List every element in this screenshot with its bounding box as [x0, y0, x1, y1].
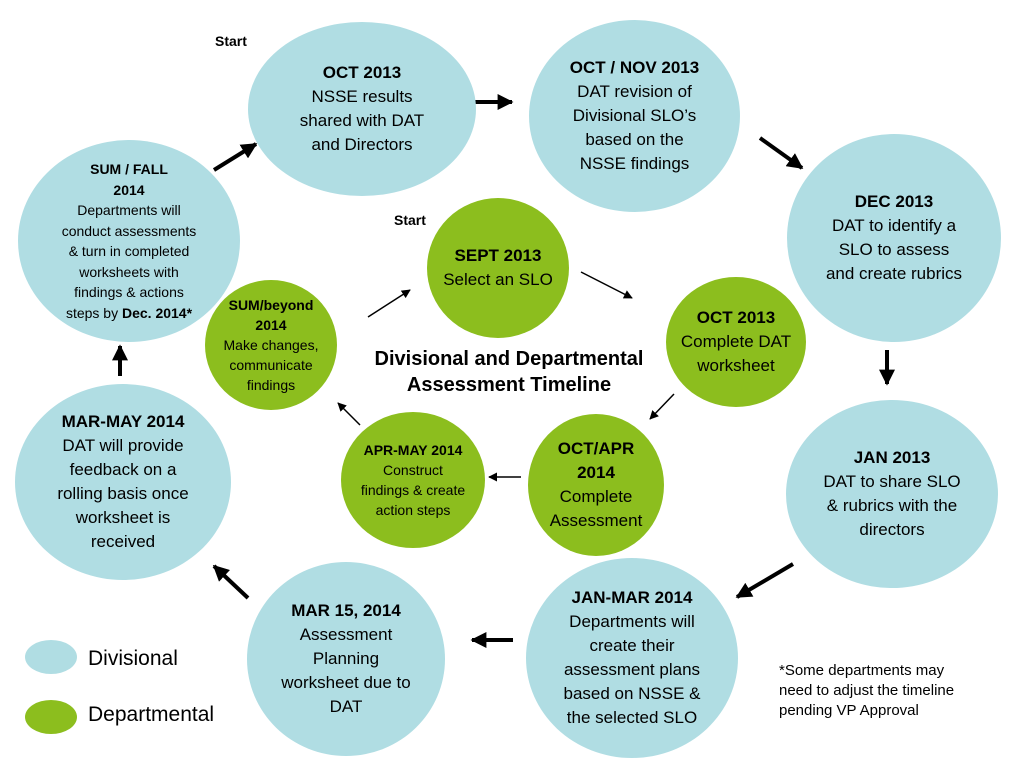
node-text: Complete DAT [680, 332, 792, 351]
node-title: OCT / NOV 2013 [569, 58, 700, 77]
diagram-title-line: Assessment Timeline [406, 374, 612, 396]
node-title: 2014 [577, 463, 615, 482]
arrow-mar15-to-marmay [212, 564, 250, 600]
node-title: APR-MAY 2014 [363, 442, 463, 458]
node-text: directors [859, 520, 925, 539]
node-text: Departments will [77, 202, 181, 218]
node-oct-2013-divisional: OCT 2013 NSSE results shared with DAT an… [248, 22, 476, 196]
node-text: Select an SLO [443, 270, 553, 289]
node-text: worksheets with [79, 263, 179, 280]
node-text: Departments will [569, 612, 695, 631]
start-label-outer: Start [215, 33, 247, 49]
node-text: findings & create [360, 482, 466, 498]
node-title: MAR 15, 2014 [291, 601, 401, 620]
node-text: assessment plans [563, 660, 701, 679]
node-text: Divisional SLO’s [572, 106, 697, 125]
node-dec-2013: DEC 2013 DAT to identify a SLO to assess… [787, 134, 1001, 342]
node-text-last-line: steps by Dec. 2014* [66, 303, 192, 324]
footnote-line: need to adjust the timeline [779, 682, 955, 699]
node-text: & rubrics with the [826, 496, 958, 515]
node-text: Construct [383, 462, 443, 478]
node-sum-beyond-2014: SUM/beyond 2014 Make changes, communicat… [205, 280, 337, 410]
node-title: 2014 [255, 317, 287, 333]
footnote: *Some departments may need to adjust the… [779, 661, 999, 721]
footnote-line: *Some departments may [779, 662, 945, 679]
node-jan-2013: JAN 2013 DAT to share SLO & rubrics with… [786, 400, 998, 588]
node-text: received [90, 532, 156, 551]
node-text: communicate [229, 357, 313, 373]
node-text: Complete [559, 487, 633, 506]
node-text: Assessment [299, 625, 393, 644]
arrow-sumfall-to-oct2013 [212, 142, 258, 172]
node-oct-2013-departmental: OCT 2013 Complete DAT worksheet [666, 277, 806, 407]
node-title: SUM / FALL [90, 161, 168, 177]
node-text: DAT will provide [62, 436, 184, 455]
node-text: DAT to share SLO [823, 472, 961, 491]
node-text: NSSE results [311, 87, 413, 106]
arrow-octnov-to-dec [758, 136, 804, 170]
node-text: and create rubrics [825, 264, 963, 283]
legend-label-divisional: Divisional [88, 647, 178, 670]
node-sum-fall-2014: SUM / FALL 2014 Departments will conduct… [18, 140, 240, 342]
node-text: DAT [329, 697, 363, 716]
node-text: Make changes, [223, 337, 319, 353]
node-text: findings [246, 377, 296, 393]
node-text: rolling basis once [57, 484, 189, 503]
node-text: DAT to identify a [831, 216, 957, 235]
node-text: based on the [585, 130, 684, 149]
node-title: OCT 2013 [696, 308, 776, 327]
node-sept-2013: SEPT 2013 Select an SLO [427, 198, 569, 338]
node-text: Planning [312, 649, 380, 668]
node-text: create their [589, 636, 675, 655]
node-text: shared with DAT [299, 111, 425, 130]
node-text: worksheet due to [281, 673, 411, 692]
node-apr-may-2014: APR-MAY 2014 Construct findings & create… [341, 412, 485, 548]
node-title: OCT 2013 [322, 63, 402, 82]
node-text: worksheet is [75, 508, 171, 527]
arrow-jan-to-janmar [735, 562, 795, 599]
node-text: the selected SLO [566, 708, 698, 727]
legend-swatch-departmental [25, 700, 77, 734]
node-title: MAR-MAY 2014 [61, 412, 185, 431]
node-oct-nov-2013: OCT / NOV 2013 DAT revision of Divisiona… [529, 20, 740, 212]
legend-label-departmental: Departmental [88, 703, 215, 726]
node-mar-may-2014: MAR-MAY 2014 DAT will provide feedback o… [15, 384, 231, 580]
node-title: OCT/APR [557, 439, 635, 458]
arrow-sumbeyond-to-sept [367, 289, 411, 318]
node-text: conduct assessments [61, 222, 197, 239]
node-text: and Directors [311, 135, 413, 154]
node-text: & turn in completed [68, 243, 190, 259]
start-label-inner: Start [394, 212, 426, 228]
node-oct-apr-2014: OCT/APR 2014 Complete Assessment [528, 414, 664, 556]
arrow-aprmay-to-sumbeyond [337, 402, 361, 426]
node-title: 2014 [113, 181, 145, 198]
node-text: action steps [375, 502, 451, 518]
legend-swatch-divisional [25, 640, 77, 674]
node-title: JAN-MAR 2014 [571, 588, 693, 607]
node-title: DEC 2013 [854, 192, 934, 211]
node-text: NSSE findings [579, 154, 690, 173]
node-text: feedback on a [69, 460, 177, 479]
node-mar-15-2014: MAR 15, 2014 Assessment Planning workshe… [247, 562, 445, 756]
diagram-title-line: Divisional and Departmental [374, 348, 644, 370]
diagram-title: Divisional and Departmental Assessment T… [350, 346, 668, 398]
node-text: DAT revision of [577, 82, 692, 101]
node-text: Assessment [549, 511, 643, 530]
arrow-oct2013-dep-to-octapr [649, 393, 675, 420]
node-title: SUM/beyond [228, 297, 314, 313]
footnote-line: pending VP Approval [779, 702, 919, 719]
node-text: worksheet [697, 356, 775, 375]
node-text: steps by [65, 304, 122, 321]
node-text: based on NSSE & [563, 684, 701, 703]
node-jan-mar-2014: JAN-MAR 2014 Departments will create the… [526, 558, 738, 758]
arrow-sept-to-oct2013-dep [580, 271, 633, 299]
node-title: JAN 2013 [853, 448, 931, 467]
node-title: SEPT 2013 [454, 246, 542, 265]
deadline-text: Dec. 2014* [121, 304, 193, 321]
node-text: findings & actions [74, 284, 184, 300]
node-text: SLO to assess [838, 240, 950, 259]
